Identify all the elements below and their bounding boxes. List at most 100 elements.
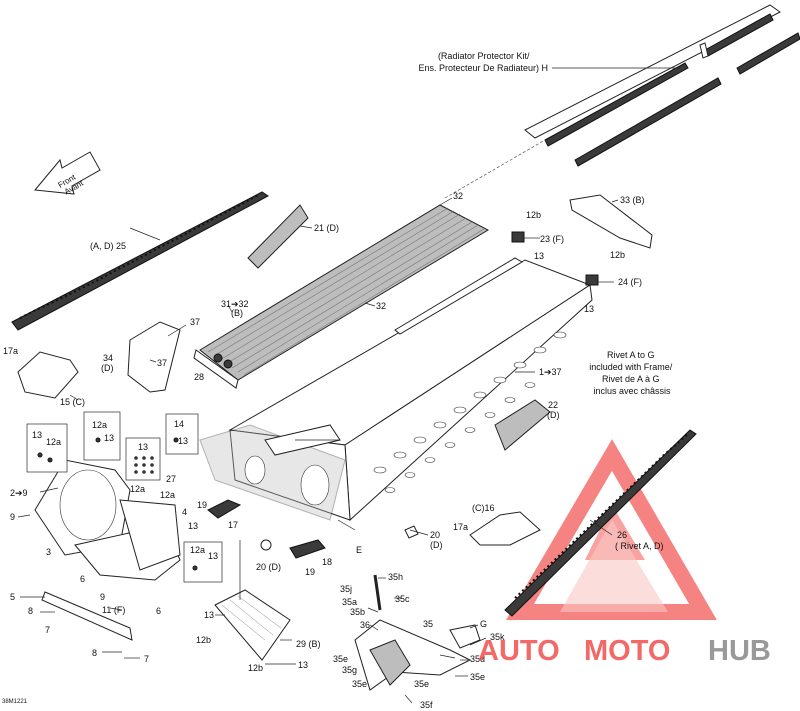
- cross-member: [41, 591, 133, 641]
- watermark-text: AUTO MOTO HUB: [478, 635, 771, 667]
- label-35: 35: [423, 619, 433, 629]
- watermark-word-moto: MOTO: [584, 635, 670, 667]
- label-35h: 35h: [388, 572, 403, 582]
- label-19-b: 19: [305, 567, 315, 577]
- part-labels: 32 33 (B) 21 (D) 12b 23 (F) 13 12b 24 (F…: [3, 191, 664, 710]
- label-11: 11 (F): [102, 605, 125, 615]
- label-35e-d: 35e: [470, 672, 485, 682]
- label-25: (A, D) 25: [90, 241, 126, 251]
- label-6-b: 6: [156, 606, 161, 616]
- label-13-a: 13: [534, 251, 544, 261]
- radiator-29: [214, 589, 291, 661]
- tunnel-frame: [199, 259, 593, 522]
- label-20-a: 20: [430, 530, 440, 540]
- label-37-a: 37: [190, 317, 200, 327]
- label-35e-b: 35e: [352, 679, 367, 689]
- label-19-a: 19: [197, 500, 207, 510]
- label-8-a: 8: [28, 606, 33, 616]
- label-5: 5: [10, 592, 15, 602]
- label-7-b: 7: [144, 654, 149, 664]
- label-32-top: 32: [453, 191, 463, 201]
- cap-20b: [260, 539, 272, 551]
- label-12b-a: 12b: [526, 210, 541, 220]
- label-35j: 35j: [340, 584, 352, 594]
- bracket-33: [569, 194, 653, 249]
- diagram-code: 38M1221: [2, 699, 28, 705]
- side-rail-right: [504, 429, 697, 617]
- hinge-23: [511, 231, 525, 243]
- label-12a-d: 12a: [92, 420, 107, 430]
- label-35g: 35g: [342, 665, 357, 675]
- label-18: 18: [322, 557, 332, 567]
- label-9-b: 9: [100, 592, 105, 602]
- label-13-b: 13: [584, 304, 594, 314]
- label-17a: 17a: [3, 346, 18, 356]
- label-33: 33 (B): [620, 195, 645, 205]
- label-12b-d: 12b: [248, 663, 263, 673]
- label-32-mid: 32: [376, 301, 386, 311]
- steering-assembly-35: [354, 574, 481, 691]
- radiator-dash-line: [444, 139, 546, 199]
- label-22d: (D): [547, 410, 560, 420]
- bolt-box-13-grid: [125, 437, 161, 481]
- label-17: 17: [228, 520, 238, 530]
- plate-15: [17, 351, 79, 399]
- label-7-a: 7: [45, 625, 50, 635]
- label-12a-f: 12a: [130, 484, 145, 494]
- rear-strip: [394, 257, 523, 335]
- side-rail-left: [11, 191, 269, 331]
- label-13-f: 13: [138, 442, 148, 452]
- label-6-a: 6: [80, 574, 85, 584]
- leader-lines: [17, 197, 619, 704]
- label-20d: (D): [430, 540, 443, 550]
- label-31b: (B): [231, 308, 243, 318]
- cap-20a: [404, 525, 419, 539]
- label-35c: 35c: [395, 594, 410, 604]
- label-36: 36: [360, 620, 370, 630]
- label-27: 27: [166, 474, 176, 484]
- label-9-a: 9: [10, 512, 15, 522]
- label-34d: (D): [101, 363, 114, 373]
- bolt-box-12a-13-lower: [183, 541, 223, 583]
- radiator-kit-note: (Radiator Protector Kit/ Ens. Protecteur…: [418, 51, 548, 73]
- label-24: 24 (F): [618, 277, 642, 287]
- bracket-21: [247, 204, 309, 269]
- radiator-protector-strips: [524, 4, 800, 167]
- label-16: (C)16: [472, 503, 495, 513]
- label-1-37: 1➔37: [539, 367, 562, 377]
- label-14: 14: [174, 419, 184, 429]
- label-4: 4: [182, 507, 187, 517]
- label-12a-h: 12a: [190, 545, 205, 555]
- label-13-j: 13: [298, 660, 308, 670]
- label-35e-c: 35e: [414, 679, 429, 689]
- label-34: 34: [103, 353, 113, 363]
- label-12b-c: 12b: [196, 635, 211, 645]
- label-35d: 35d: [470, 654, 485, 664]
- label-3: 3: [46, 547, 51, 557]
- heat-exchanger-panel: [193, 204, 490, 389]
- bracket-16: [469, 511, 541, 546]
- label-13-g: 13: [188, 521, 198, 531]
- label-13-i: 13: [204, 610, 214, 620]
- rivet-note: Rivet A to G included with Frame/ Rivet …: [589, 350, 675, 396]
- label-23: 23 (F): [540, 234, 564, 244]
- bolt-box-12a-13: [83, 411, 121, 461]
- label-35f: 35f: [420, 700, 433, 710]
- label-35e-a: 35e: [333, 654, 348, 664]
- label-g: G: [480, 619, 487, 629]
- label-26b: ( Rivet A, D): [615, 541, 664, 551]
- front-arrow-icon: Front Avant: [34, 151, 101, 197]
- label-35a: 35a: [342, 597, 357, 607]
- label-29: 29 (B): [296, 639, 321, 649]
- label-22: 22: [548, 400, 558, 410]
- hinge-24: [585, 274, 599, 286]
- watermark-word-auto: AUTO: [478, 635, 560, 667]
- watermark-logo: [506, 439, 717, 620]
- bracket-22: [494, 399, 551, 451]
- label-e: E: [356, 545, 362, 555]
- footrest-18: [289, 539, 326, 559]
- label-2-9: 2➔9: [10, 488, 28, 498]
- label-12a-c: 12a: [46, 437, 61, 447]
- label-12b-b: 12b: [610, 250, 625, 260]
